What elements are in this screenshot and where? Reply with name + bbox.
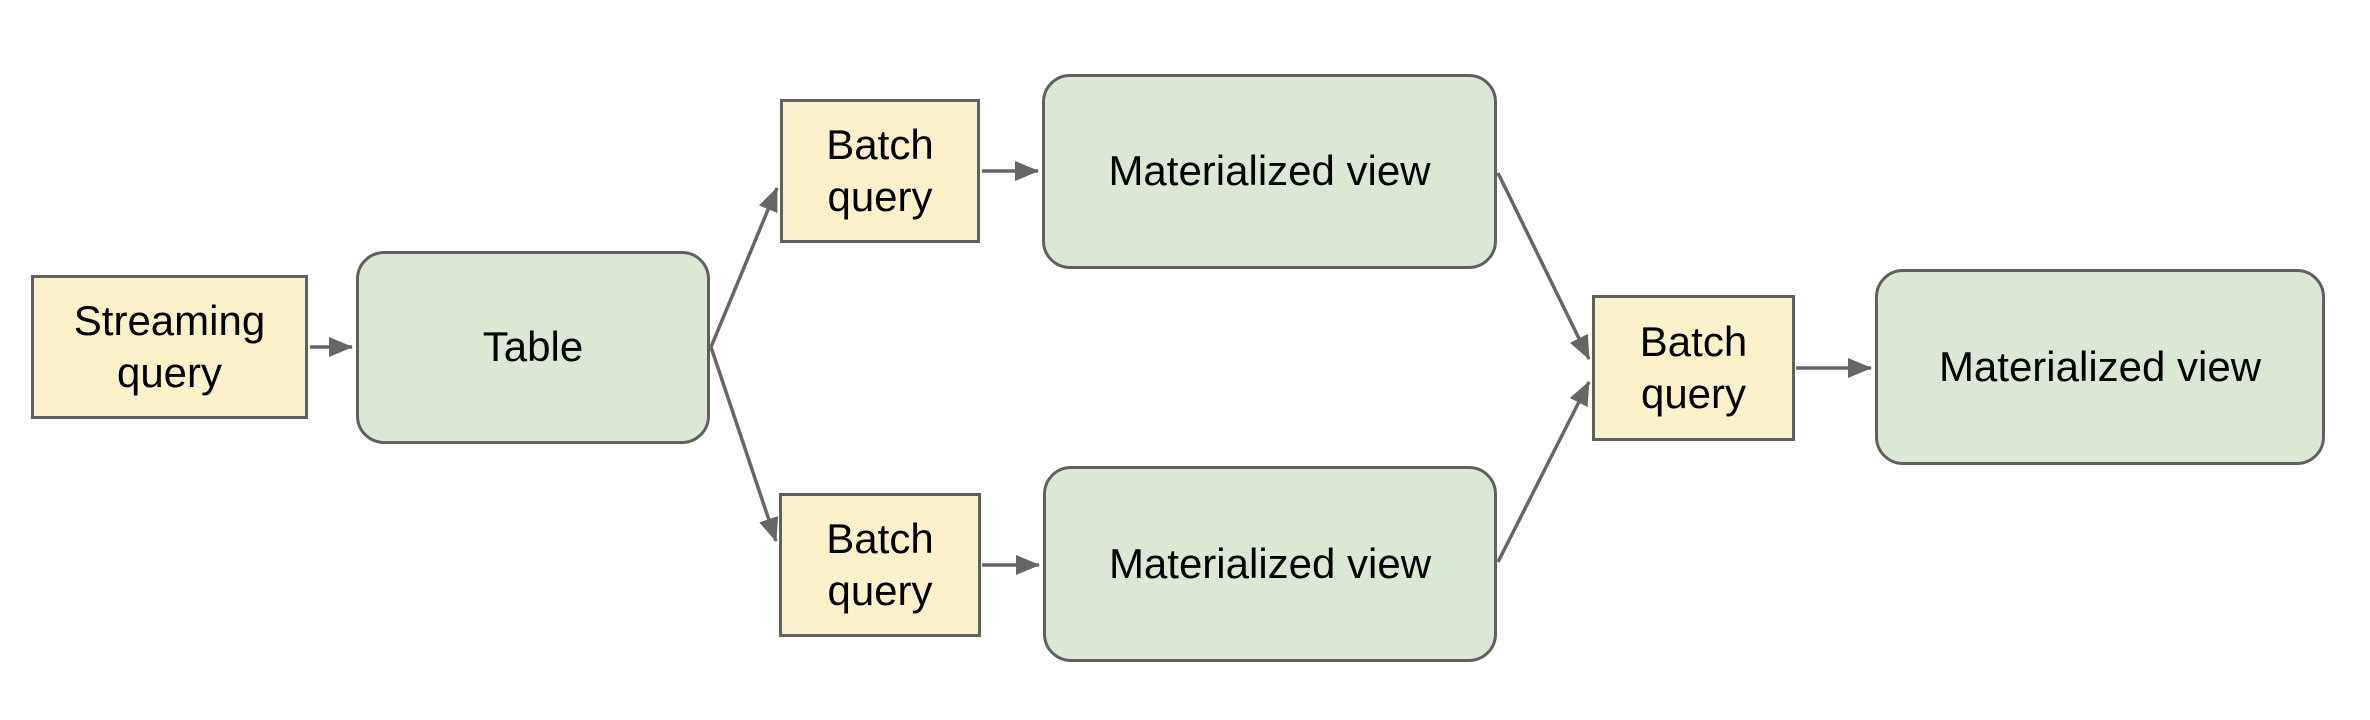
node-batch-query-top: Batch query xyxy=(780,99,980,243)
edge-table-to-batch-query-bottom xyxy=(709,346,779,542)
edge-materialized-view-top-to-batch-query-right xyxy=(1496,172,1591,360)
node-materialized-view-right: Materialized view xyxy=(1875,269,2325,465)
edge-table-to-batch-query-top xyxy=(709,187,779,348)
node-batch-query-right: Batch query xyxy=(1592,295,1795,441)
node-streaming-query: Streaming query xyxy=(31,275,308,419)
node-materialized-view-bottom: Materialized view xyxy=(1043,466,1497,662)
node-materialized-view-top: Materialized view xyxy=(1042,74,1497,269)
node-table: Table xyxy=(356,251,710,444)
node-batch-query-bottom: Batch query xyxy=(779,493,981,637)
edge-materialized-view-bottom-to-batch-query-right xyxy=(1496,381,1591,563)
